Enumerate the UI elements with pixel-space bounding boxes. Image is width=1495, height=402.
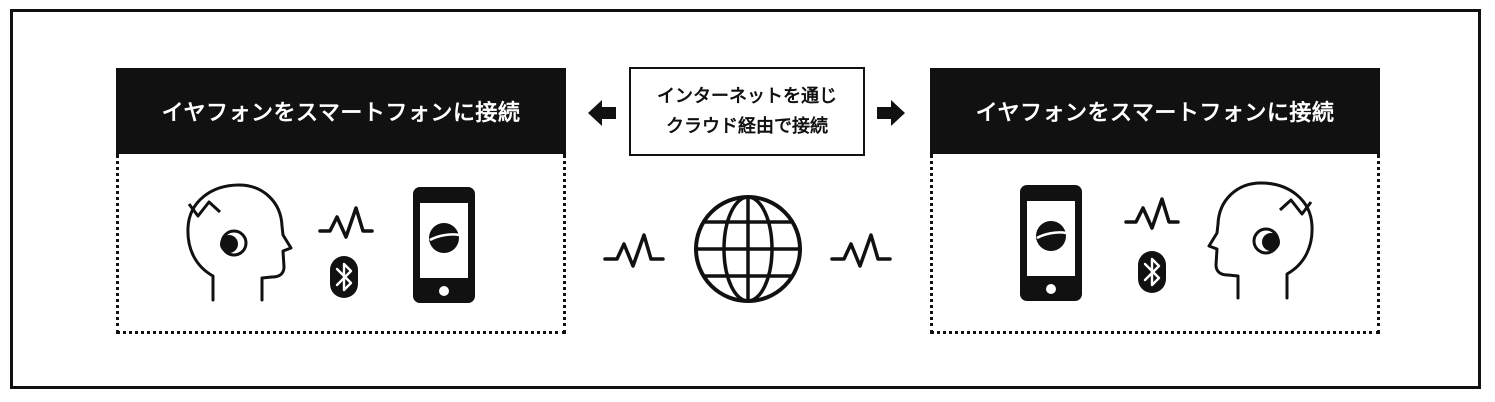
head-earphone-icon xyxy=(1207,181,1314,300)
smartphone-icon xyxy=(413,187,475,303)
right-panel-title: イヤフォンをスマートフォンに接続 xyxy=(930,68,1380,154)
right-panel-body xyxy=(930,154,1380,334)
bluetooth-icon xyxy=(330,256,358,298)
arrow-left-icon xyxy=(588,100,616,126)
head-earphone-icon xyxy=(186,183,293,302)
left-panel-title: イヤフォンをスマートフォンに接続 xyxy=(116,68,566,154)
right-panel: イヤフォンをスマートフォンに接続 xyxy=(930,68,1380,334)
cloud-connection-line2: クラウド経由で接続 xyxy=(666,115,828,137)
cloud-connection-line1: インターネットを通じ xyxy=(657,85,837,107)
arrow-right-icon xyxy=(877,100,905,126)
left-panel-body xyxy=(116,154,566,334)
wave-icon xyxy=(603,233,665,268)
cloud-connection-label: インターネットを通じ クラウド経由で接続 xyxy=(629,67,865,156)
wave-icon xyxy=(830,233,892,268)
smartphone-icon xyxy=(1020,185,1082,301)
wave-icon xyxy=(318,206,374,239)
bluetooth-icon xyxy=(1138,251,1166,293)
wave-icon xyxy=(1124,197,1180,230)
left-panel: イヤフォンをスマートフォンに接続 xyxy=(116,68,566,334)
globe-icon xyxy=(694,195,802,303)
